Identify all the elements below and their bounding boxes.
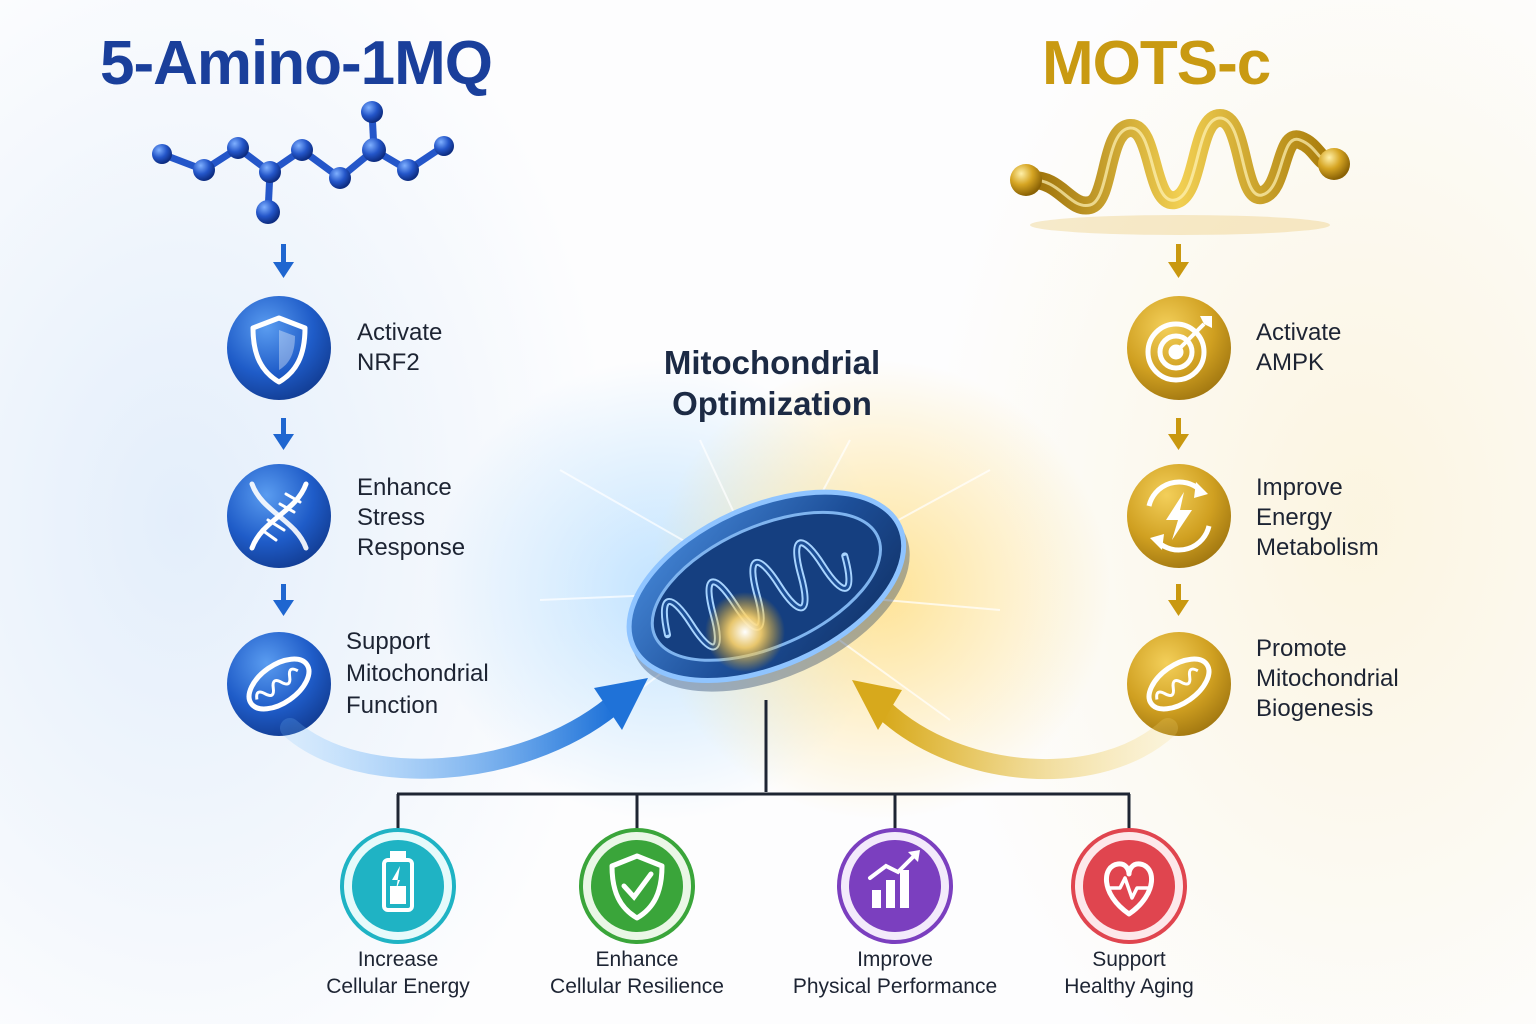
label-line: Activate [1256, 319, 1342, 346]
right-step-2-badge [1127, 464, 1231, 568]
left-compound-title: 5-Amino-1MQ [100, 29, 493, 98]
battery-icon [382, 851, 414, 912]
outcome-badge-aging [1071, 828, 1187, 944]
left-step-3-badge [227, 632, 331, 736]
label-line: Support [1092, 948, 1166, 971]
label-line: Cellular Resilience [550, 975, 724, 998]
label-line: Mitochondrial [346, 660, 489, 687]
right-compound-title: MOTS-c [1042, 29, 1271, 98]
label-line: Mitochondrial [1256, 665, 1399, 692]
right-curved-arrow [852, 680, 1178, 779]
outcome-label-performance: Improve Physical Performance [775, 946, 1015, 1000]
arrow-down-icon [273, 584, 294, 616]
label-line: Healthy Aging [1064, 975, 1194, 998]
right-down-arrows [1168, 244, 1189, 616]
outcome-label-resilience: Enhance Cellular Resilience [517, 946, 757, 1000]
heart-pulse-icon [1103, 861, 1155, 917]
left-step-1-label: Activate NRF2 [357, 318, 442, 378]
outcome-connector-lines [396, 700, 1131, 834]
shield-check-icon [609, 853, 665, 921]
mitochondrion-illustration [626, 489, 910, 692]
label-line: Response [357, 534, 466, 561]
center-title-line: Optimization [672, 385, 872, 422]
label-line: Metabolism [1256, 534, 1379, 561]
right-step-2-label: Improve Energy Metabolism [1256, 473, 1379, 563]
left-curved-arrow [280, 678, 648, 779]
arrow-down-icon [1168, 244, 1189, 278]
label-line: AMPK [1256, 349, 1325, 376]
arrow-down-icon [1168, 418, 1189, 450]
right-step-3-badge [1127, 632, 1231, 736]
left-step-2-label: Enhance Stress Response [357, 473, 465, 563]
label-line: Energy [1256, 504, 1333, 531]
left-step-1-badge [227, 296, 331, 400]
right-step-3-label: Promote Mitochondrial Biogenesis [1256, 634, 1399, 724]
label-line: Physical Performance [792, 975, 998, 998]
left-step-3-label: Support Mitochondrial Function [346, 626, 489, 722]
shield-icon [250, 315, 308, 385]
outcome-label-energy: Increase Cellular Energy [278, 946, 518, 1000]
label-line: Improve [857, 948, 933, 971]
arrow-down-icon [1168, 584, 1189, 616]
amino-molecule-icon [152, 101, 454, 224]
mots-c-helix-icon [1010, 109, 1350, 235]
outcome-badge-performance [837, 828, 953, 944]
outcome-label-aging: Support Healthy Aging [1009, 946, 1249, 1000]
center-title: Mitochondrial Optimization [612, 342, 932, 424]
label-line: Function [346, 692, 439, 719]
label-line: Enhance [357, 474, 452, 501]
label-line: Stress [357, 504, 426, 531]
outcome-badge-energy [340, 828, 456, 944]
label-line: Activate [357, 319, 443, 346]
label-line: Support [346, 628, 431, 655]
label-line: Improve [1256, 474, 1343, 501]
left-step-2-badge [227, 464, 331, 568]
mitochondria-icon [246, 656, 312, 712]
growth-chart-icon [868, 850, 920, 908]
outcome-badge-resilience [579, 828, 695, 944]
right-step-1-badge [1127, 296, 1231, 400]
label-line: Enhance [595, 948, 679, 971]
center-title-line: Mitochondrial [663, 344, 881, 381]
label-line: Increase [357, 948, 439, 971]
left-down-arrows [273, 244, 294, 616]
dna-icon [249, 481, 309, 551]
arrow-down-icon [273, 244, 294, 278]
energy-cycle-icon [1146, 479, 1212, 553]
target-icon [1145, 316, 1212, 383]
mitochondria-icon [1146, 656, 1212, 712]
label-line: Biogenesis [1256, 695, 1374, 722]
arrow-down-icon [273, 418, 294, 450]
right-step-1-label: Activate AMPK [1256, 318, 1341, 378]
label-line: NRF2 [357, 349, 420, 376]
label-line: Cellular Energy [326, 975, 470, 998]
label-line: Promote [1256, 635, 1347, 662]
